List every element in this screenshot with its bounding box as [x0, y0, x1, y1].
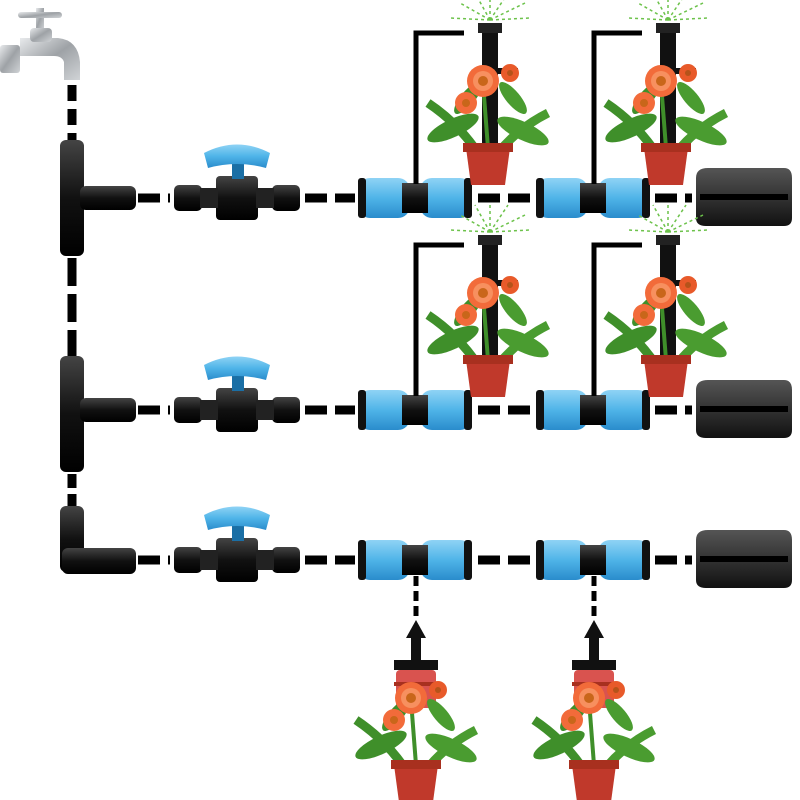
flower-pot-icon — [352, 681, 480, 800]
ball-valve-icon — [174, 356, 300, 432]
tee-connector-icon — [60, 356, 136, 472]
elbow-connector-icon — [60, 506, 136, 574]
coupling-tee-icon — [358, 540, 472, 580]
micro-tube — [591, 242, 642, 396]
branch-line-2 — [138, 201, 792, 438]
branch-line-3 — [138, 506, 792, 800]
flower-pot-icon — [602, 64, 730, 185]
faucet-icon — [0, 8, 80, 80]
end-plug-icon — [696, 380, 792, 438]
flower-pot-icon — [424, 64, 552, 185]
ball-valve-icon — [174, 144, 300, 220]
coupling-tee-icon — [536, 540, 650, 580]
micro-tube — [413, 242, 464, 396]
flower-pot-icon — [424, 276, 552, 397]
micro-tube — [413, 30, 464, 184]
end-plug-icon — [696, 530, 792, 588]
ball-valve-icon — [174, 506, 300, 582]
flower-pot-icon — [530, 681, 658, 800]
tee-connector-icon — [60, 140, 136, 256]
branch-line-1 — [138, 0, 792, 226]
micro-tube — [591, 30, 642, 184]
flower-pot-icon — [602, 276, 730, 397]
end-plug-icon — [696, 168, 792, 226]
